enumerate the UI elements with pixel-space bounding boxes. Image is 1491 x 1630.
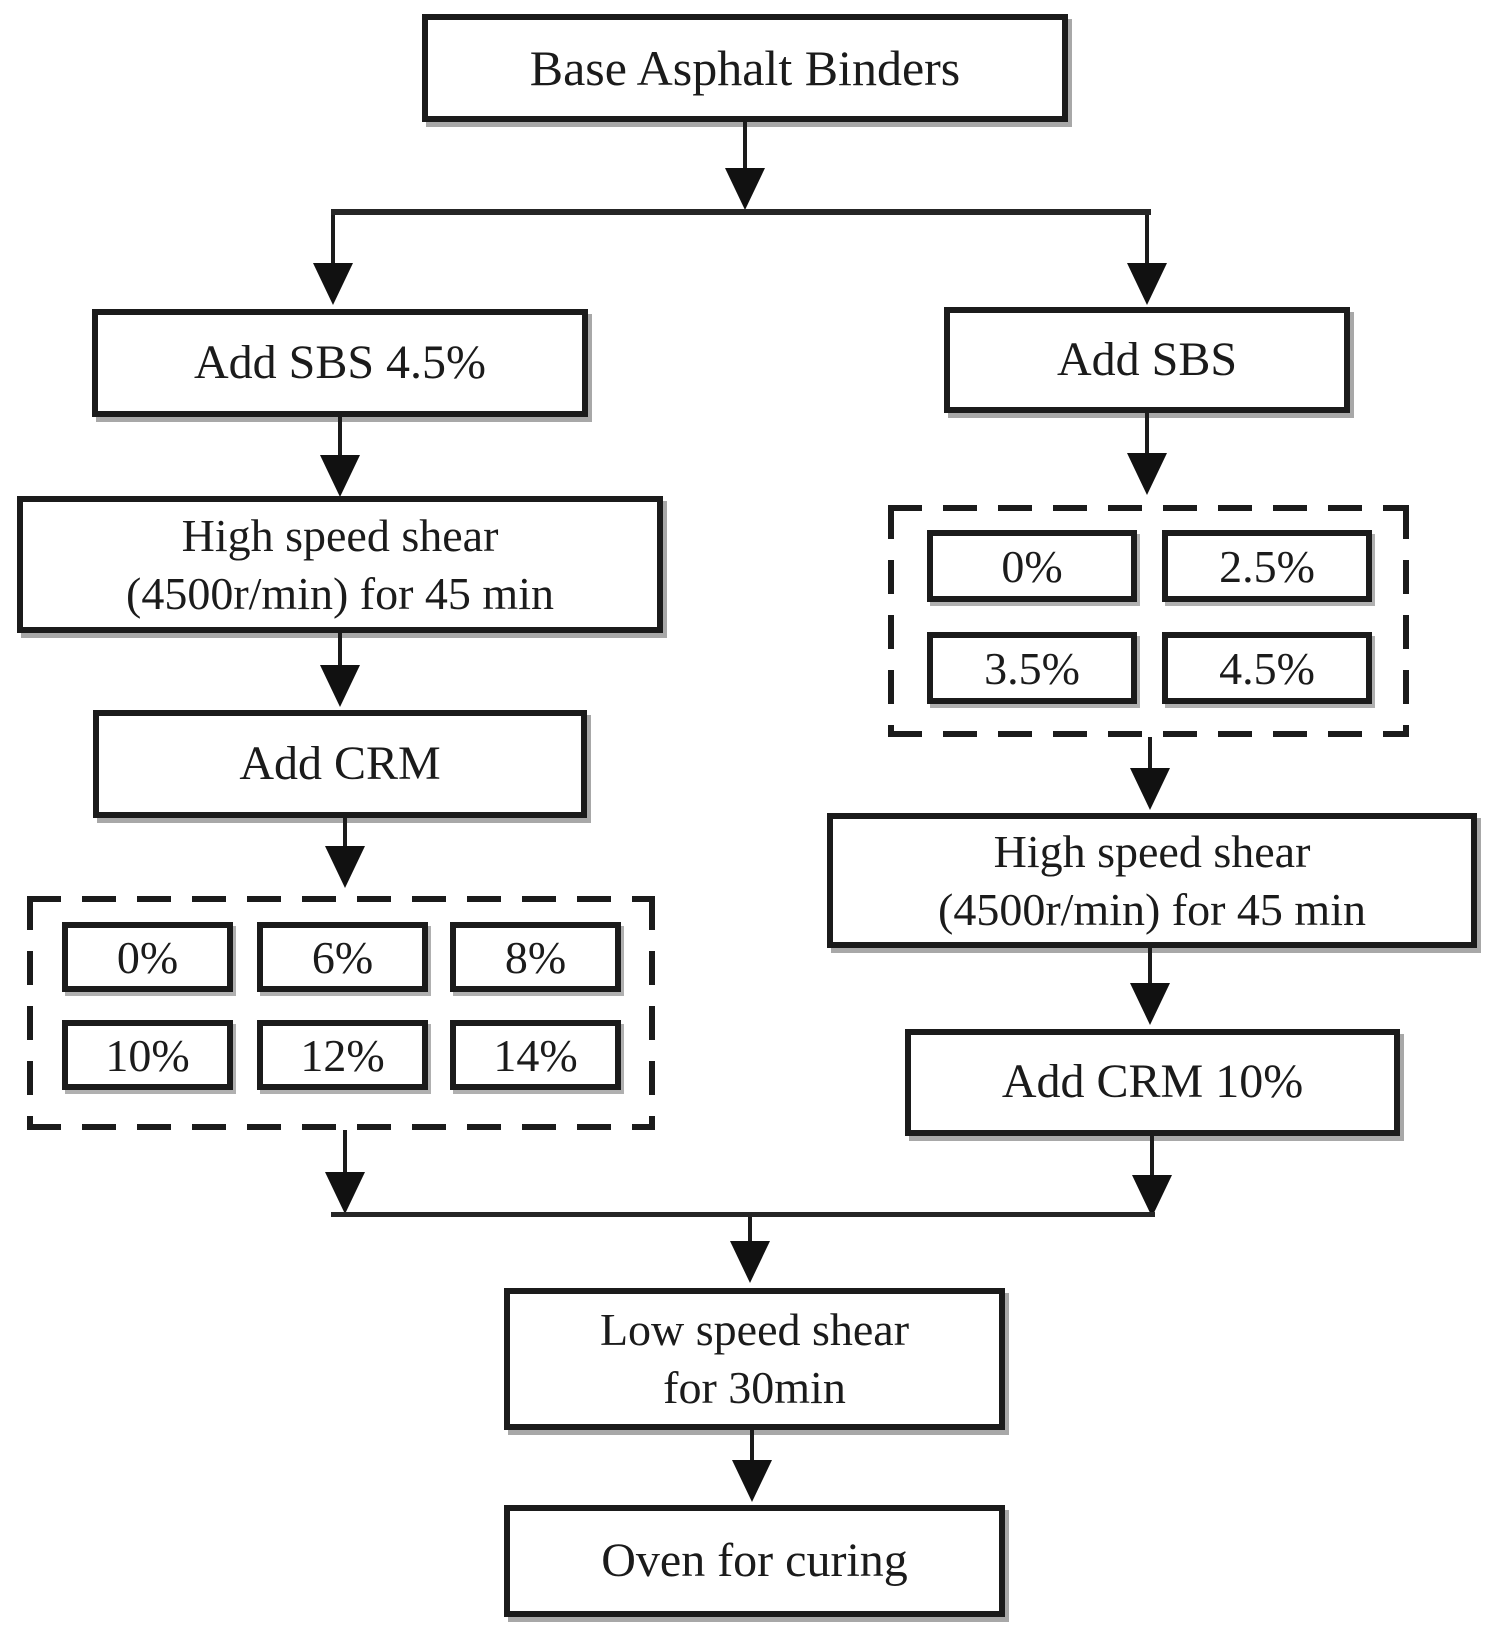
connector-line	[1148, 948, 1152, 985]
connector-line	[338, 417, 342, 457]
connector-line	[750, 1430, 754, 1462]
connector-line	[343, 1130, 347, 1174]
node-base-asphalt-binders: Base Asphalt Binders	[422, 14, 1068, 122]
connector-line	[1145, 215, 1149, 263]
arrowhead-down-icon	[1130, 768, 1170, 810]
percent-label: 6%	[311, 931, 374, 983]
connector-line	[343, 818, 347, 848]
node-crm-percent-0: 0%	[62, 922, 233, 992]
node-crm-percent-12: 12%	[257, 1020, 428, 1090]
connector-line	[338, 633, 342, 667]
node-sbs-percent-3-5: 3.5%	[927, 632, 1137, 704]
node-add-sbs-4-5: Add SBS 4.5%	[92, 309, 588, 417]
arrowhead-down-icon	[1132, 1175, 1172, 1217]
node-crm-percent-14: 14%	[450, 1020, 621, 1090]
percent-label: 3.5%	[984, 642, 1080, 694]
arrowhead-down-icon	[325, 1172, 365, 1214]
arrowhead-down-icon	[1127, 453, 1167, 495]
node-label-line1: Low speed shear	[599, 1304, 910, 1356]
percent-label: 14%	[493, 1029, 578, 1081]
node-sbs-percent-0: 0%	[927, 530, 1137, 602]
arrowhead-down-icon	[1130, 983, 1170, 1025]
node-low-speed-shear: Low speed shear for 30min	[504, 1288, 1005, 1430]
node-label: Oven for curing	[601, 1533, 908, 1587]
node-crm-percent-10: 10%	[62, 1020, 233, 1090]
percent-label: 10%	[105, 1029, 190, 1081]
node-label: Add CRM 10%	[1001, 1055, 1304, 1109]
node-high-speed-shear-left: High speed shear (4500r/min) for 45 min	[17, 496, 663, 633]
merge-line	[331, 1212, 1155, 1217]
connector-line	[331, 215, 335, 263]
percent-label: 8%	[504, 931, 567, 983]
connector-line	[743, 122, 747, 170]
node-label-line2: (4500r/min) for 45 min	[126, 567, 554, 619]
node-label: Add CRM	[239, 736, 441, 790]
node-add-crm-10: Add CRM 10%	[905, 1029, 1400, 1136]
arrowhead-down-icon	[313, 263, 353, 305]
node-label: Base Asphalt Binders	[529, 39, 961, 96]
node-sbs-percent-4-5: 4.5%	[1162, 632, 1372, 704]
node-label-line1: High speed shear	[993, 825, 1311, 877]
percent-label: 4.5%	[1219, 642, 1315, 694]
node-label-line2: for 30min	[663, 1362, 846, 1413]
percent-label: 0%	[1001, 540, 1063, 592]
percent-label: 2.5%	[1219, 540, 1315, 592]
node-sbs-percent-2-5: 2.5%	[1162, 530, 1372, 602]
node-label: Add SBS 4.5%	[193, 335, 487, 389]
node-label: Add SBS	[1056, 332, 1238, 386]
arrowhead-down-icon	[320, 665, 360, 707]
connector-line	[1145, 413, 1149, 455]
node-high-speed-shear-right: High speed shear (4500r/min) for 45 min	[827, 813, 1477, 948]
arrowhead-down-icon	[320, 455, 360, 497]
arrowhead-down-icon	[730, 1241, 770, 1283]
arrowhead-down-icon	[732, 1460, 772, 1502]
percent-label: 12%	[300, 1029, 385, 1081]
node-add-crm: Add CRM	[93, 710, 587, 818]
split-line	[331, 209, 1151, 215]
node-oven-for-curing: Oven for curing	[504, 1505, 1005, 1617]
node-label-line2: (4500r/min) for 45 min	[938, 883, 1366, 935]
node-add-sbs: Add SBS	[944, 307, 1350, 413]
percent-label: 0%	[116, 931, 179, 983]
connector-line	[1150, 1136, 1154, 1177]
arrowhead-down-icon	[325, 846, 365, 888]
connector-line	[748, 1217, 752, 1243]
arrowhead-down-icon	[725, 168, 765, 210]
node-label-line1: High speed shear	[181, 509, 499, 561]
node-crm-percent-8: 8%	[450, 922, 621, 992]
connector-line	[1148, 737, 1152, 770]
node-crm-percent-6: 6%	[257, 922, 428, 992]
arrowhead-down-icon	[1127, 263, 1167, 305]
